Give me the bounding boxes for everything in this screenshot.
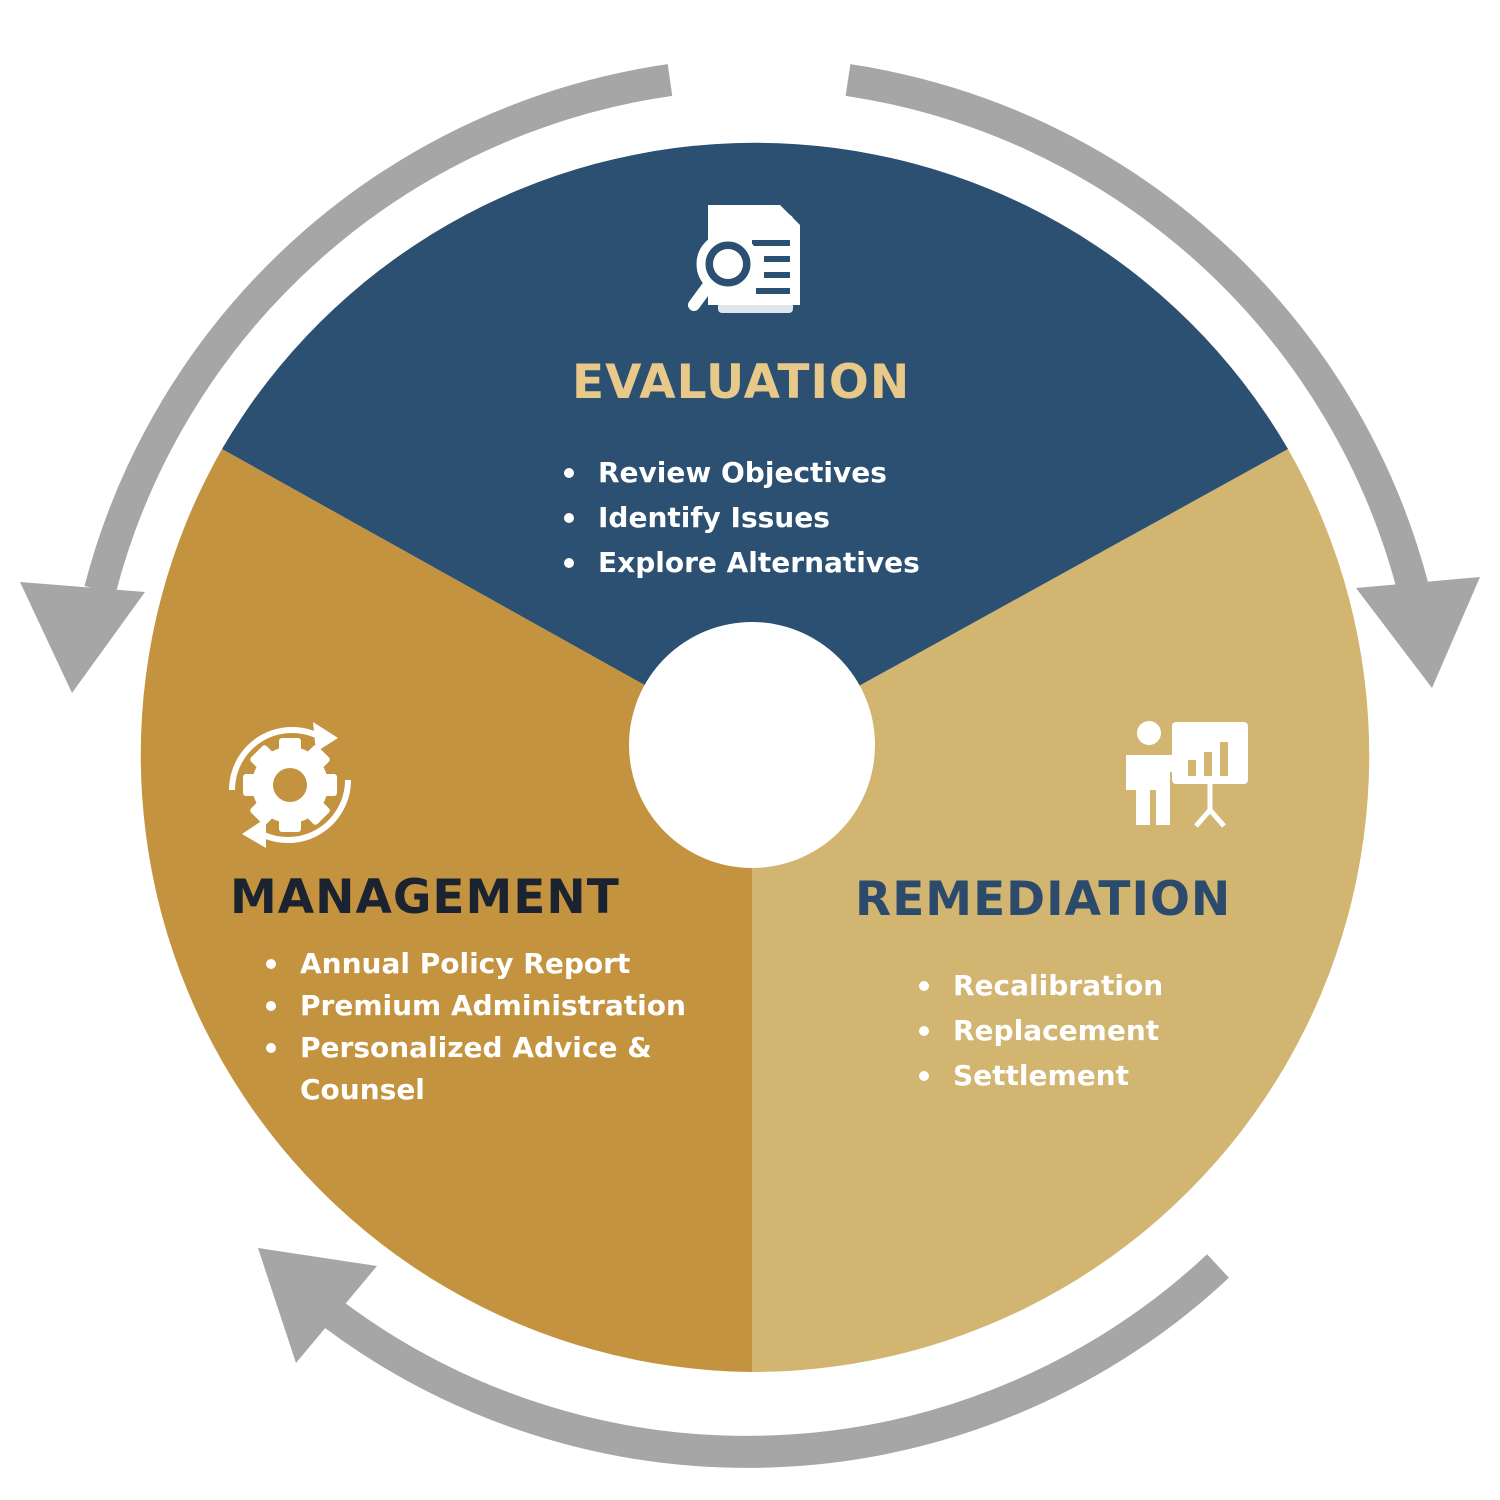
management-item: Personalized Advice & [262, 1027, 686, 1069]
presenter-head [1137, 721, 1161, 745]
management-item: Premium Administration [262, 985, 686, 1027]
document-magnifier-icon [688, 205, 800, 313]
arrow-bottom-arc [304, 1254, 1229, 1468]
gear-cycle-arc-bottom [256, 779, 351, 844]
evaluation-item: Identify Issues [560, 495, 920, 540]
remediation-title: REMEDIATION [855, 872, 1232, 927]
gear-cycle-arrowhead-top [313, 722, 338, 752]
remediation-item: Settlement [915, 1053, 1231, 1098]
evaluation-title: EVALUATION [572, 355, 911, 410]
segment-management [140, 449, 752, 1372]
center-hole [629, 622, 875, 868]
arrow-right-top-arc [845, 64, 1429, 593]
arrow-left-top-arc [84, 64, 673, 595]
management-title: MANAGEMENT [230, 870, 620, 925]
chart-bar-1 [1188, 760, 1196, 776]
segment-evaluation [222, 142, 1288, 746]
chart-stand-left-leg [1194, 808, 1212, 828]
arrow-bottom [258, 1248, 1229, 1468]
gear-hub [273, 768, 307, 802]
remediation-section: REMEDIATION Recalibration Replacement Se… [855, 872, 1231, 1098]
gear-cycle-arrowhead-bottom [242, 818, 266, 848]
arrow-left-top [20, 64, 673, 693]
arrow-left-top-head [20, 582, 145, 693]
management-section: MANAGEMENT Annual Policy Report Premium … [230, 870, 686, 1111]
remediation-item: Recalibration [915, 963, 1231, 1008]
presenter-chart-icon [1126, 721, 1248, 828]
remediation-item: Replacement [915, 1008, 1231, 1053]
management-list: Annual Policy Report Premium Administrat… [262, 943, 686, 1111]
cycle-arrows [20, 64, 1480, 1468]
evaluation-item: Explore Alternatives [560, 540, 920, 585]
gear-cycle-icon [229, 722, 351, 848]
magnifier-lens [713, 249, 743, 279]
document-text-lines [752, 240, 790, 294]
arrow-right-top-head [1356, 577, 1480, 688]
chart-bar-3 [1220, 742, 1228, 776]
chart-bar-2 [1204, 752, 1212, 776]
gear-cycle-arc-top [229, 726, 324, 791]
segment-remediation [752, 449, 1370, 1373]
evaluation-section: EVALUATION Review Objectives Identify Is… [560, 355, 920, 585]
management-item-continued: Counsel [300, 1073, 425, 1106]
arrow-bottom-head [258, 1248, 377, 1363]
evaluation-list: Review Objectives Identify Issues Explor… [560, 450, 920, 585]
remediation-list: Recalibration Replacement Settlement [915, 963, 1231, 1098]
chart-stand-right-leg [1208, 808, 1226, 828]
management-item: Annual Policy Report [262, 943, 686, 985]
arrow-right-top [845, 64, 1480, 688]
magnifier-handle [688, 280, 714, 311]
evaluation-item: Review Objectives [560, 450, 920, 495]
segments [140, 142, 1370, 1373]
